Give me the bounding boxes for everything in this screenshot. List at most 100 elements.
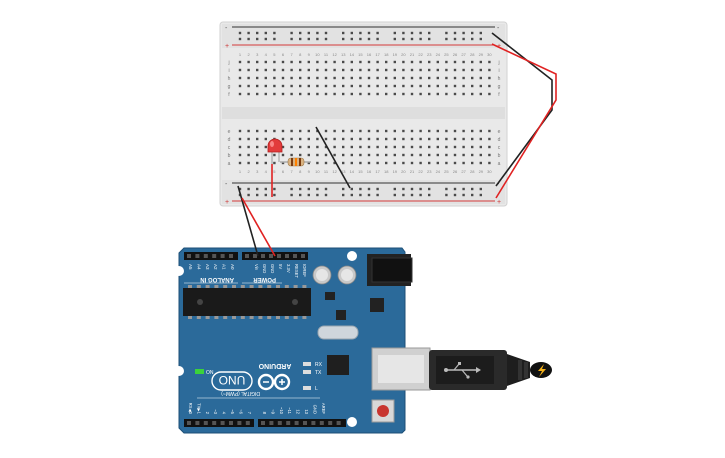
breadboard-hole[interactable] (393, 137, 396, 141)
breadboard-hole[interactable] (299, 60, 302, 64)
rail-hole[interactable] (376, 187, 379, 191)
breadboard-hole[interactable] (299, 137, 302, 141)
rail-hole[interactable] (393, 193, 396, 197)
rail-hole[interactable] (342, 193, 345, 197)
breadboard-hole[interactable] (462, 76, 465, 80)
rail-hole[interactable] (376, 37, 379, 41)
wire-red-rail-jumper[interactable] (491, 43, 557, 199)
rail-hole[interactable] (471, 37, 474, 41)
header-pin-power[interactable] (277, 254, 281, 258)
rail-hole[interactable] (264, 193, 267, 197)
breadboard-hole[interactable] (273, 161, 276, 165)
breadboard-hole[interactable] (299, 84, 302, 88)
breadboard-hole[interactable] (247, 137, 250, 141)
breadboard-hole[interactable] (488, 161, 491, 165)
header-pin-analog[interactable] (187, 254, 191, 258)
breadboard-hole[interactable] (342, 129, 345, 133)
breadboard-hole[interactable] (350, 161, 353, 165)
breadboard-hole[interactable] (324, 76, 328, 80)
breadboard-hole[interactable] (333, 68, 336, 72)
breadboard-hole[interactable] (453, 60, 457, 64)
rail-hole[interactable] (471, 31, 474, 35)
breadboard-hole[interactable] (488, 84, 491, 88)
breadboard-hole[interactable] (393, 145, 396, 149)
breadboard-hole[interactable] (238, 145, 242, 149)
breadboard-hole[interactable] (359, 68, 362, 72)
breadboard-hole[interactable] (256, 145, 259, 149)
breadboard-hole[interactable] (324, 84, 328, 88)
breadboard-hole[interactable] (359, 137, 362, 141)
breadboard-hole[interactable] (350, 60, 353, 64)
breadboard-hole[interactable] (471, 92, 474, 96)
breadboard-hole[interactable] (342, 60, 345, 64)
rail-hole[interactable] (247, 187, 250, 191)
rail-hole[interactable] (264, 31, 267, 35)
header-pin-digital[interactable] (336, 421, 341, 425)
breadboard-hole[interactable] (247, 76, 250, 80)
digital-header-low[interactable] (184, 419, 254, 427)
breadboard-hole[interactable] (367, 129, 371, 133)
breadboard-hole[interactable] (436, 161, 439, 165)
rail-hole[interactable] (479, 37, 482, 41)
breadboard-hole[interactable] (410, 145, 414, 149)
breadboard-hole[interactable] (350, 68, 353, 72)
breadboard-hole[interactable] (238, 60, 242, 64)
rail-hole[interactable] (393, 37, 396, 41)
breadboard-hole[interactable] (376, 92, 379, 96)
breadboard-hole[interactable] (359, 129, 362, 133)
breadboard-hole[interactable] (290, 92, 293, 96)
breadboard-hole[interactable] (299, 153, 302, 157)
breadboard-hole[interactable] (410, 76, 414, 80)
breadboard-hole[interactable] (428, 129, 431, 133)
breadboard-hole[interactable] (471, 145, 474, 149)
breadboard-hole[interactable] (453, 76, 457, 80)
breadboard-hole[interactable] (419, 161, 422, 165)
breadboard-hole[interactable] (453, 84, 457, 88)
breadboard-hole[interactable] (307, 161, 310, 165)
breadboard-hole[interactable] (428, 92, 431, 96)
breadboard-hole[interactable] (385, 161, 388, 165)
breadboard-hole[interactable] (376, 129, 379, 133)
breadboard-hole[interactable] (359, 161, 362, 165)
rail-hole[interactable] (428, 31, 431, 35)
breadboard-hole[interactable] (419, 84, 422, 88)
breadboard-hole[interactable] (367, 145, 371, 149)
breadboard-hole[interactable] (342, 76, 345, 80)
rail-hole[interactable] (290, 31, 293, 35)
breadboard-hole[interactable] (428, 60, 431, 64)
breadboard-hole[interactable] (471, 153, 474, 157)
header-pin-power[interactable] (293, 254, 297, 258)
breadboard-hole[interactable] (488, 153, 491, 157)
breadboard-hole[interactable] (376, 153, 379, 157)
breadboard-hole[interactable] (445, 68, 448, 72)
breadboard-hole[interactable] (333, 145, 336, 149)
breadboard-hole[interactable] (324, 161, 328, 165)
breadboard-hole[interactable] (488, 76, 491, 80)
rail-hole[interactable] (419, 31, 422, 35)
breadboard-hole[interactable] (479, 76, 482, 80)
breadboard-hole[interactable] (402, 129, 405, 133)
rail-hole[interactable] (479, 31, 482, 35)
rail-hole[interactable] (479, 187, 482, 191)
rail-hole[interactable] (290, 193, 293, 197)
breadboard-hole[interactable] (410, 60, 414, 64)
reset-button[interactable] (371, 399, 395, 423)
rail-hole[interactable] (299, 193, 302, 197)
breadboard-hole[interactable] (436, 60, 439, 64)
breadboard-hole[interactable] (385, 137, 388, 141)
breadboard-hole[interactable] (445, 76, 448, 80)
header-pin-digital[interactable] (319, 421, 324, 425)
breadboard-hole[interactable] (333, 137, 336, 141)
breadboard-hole[interactable] (393, 84, 396, 88)
breadboard-hole[interactable] (453, 129, 457, 133)
breadboard-hole[interactable] (324, 145, 328, 149)
top-header-pins[interactable] (187, 254, 305, 258)
breadboard-hole[interactable] (299, 68, 302, 72)
rail-hole[interactable] (307, 187, 310, 191)
breadboard-hole[interactable] (316, 68, 319, 72)
rail-hole[interactable] (316, 37, 319, 41)
breadboard-hole[interactable] (307, 68, 310, 72)
breadboard-hole[interactable] (462, 129, 465, 133)
